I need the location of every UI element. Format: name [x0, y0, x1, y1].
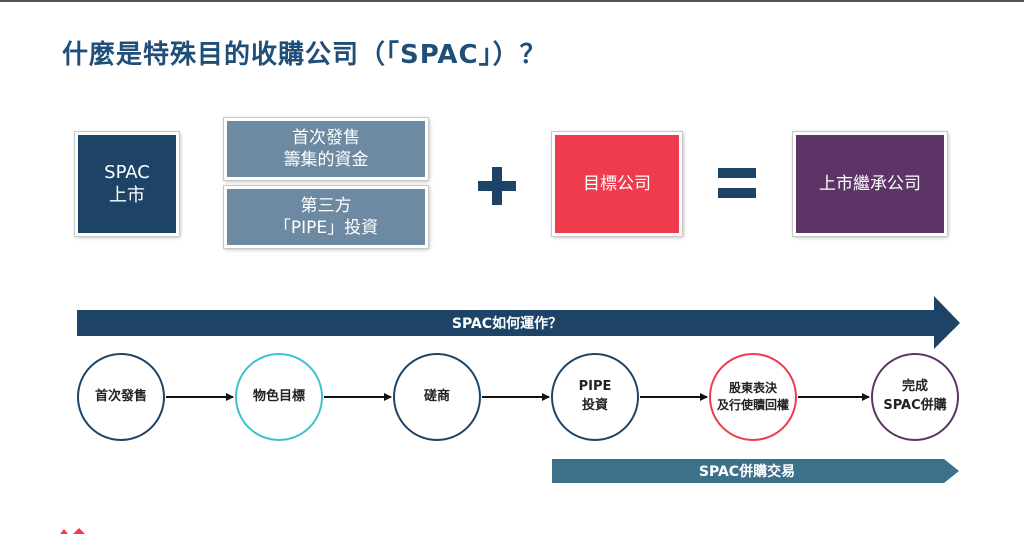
step-complete-merger: 完成 SPAC併購	[871, 353, 959, 441]
step-pipe-investment-label: PIPE 投資	[578, 379, 612, 413]
pipe-investment-label: 第三方 「PIPE」投資	[273, 195, 379, 238]
page-title: 什麼是特殊目的收購公司（「SPAC」）？	[62, 40, 547, 70]
step-complete-merger-label: 完成 SPAC併購	[883, 379, 947, 413]
step-negotiation: 磋商	[393, 353, 481, 441]
equals-icon-bar-bottom	[718, 188, 756, 198]
spac-listing-label: SPAC 上市	[104, 161, 150, 206]
spac-listing-box: SPAC 上市	[75, 132, 179, 236]
step-find-target: 物色目標	[235, 353, 323, 441]
ipo-funds-label: 首次發售 籌集的資金	[283, 127, 369, 170]
top-rule	[0, 0, 1024, 2]
step-negotiation-label: 磋商	[423, 388, 450, 404]
step-ipo-label: 首次發售	[94, 388, 147, 404]
target-company-label: 目標公司	[583, 173, 651, 194]
ipo-funds-box: 首次發售 籌集的資金	[224, 118, 428, 180]
step-pipe-investment: PIPE 投資	[551, 353, 639, 441]
step-ipo: 首次發售	[77, 353, 165, 441]
process-banner-arrow	[77, 296, 960, 349]
logo-mark	[60, 528, 85, 534]
equals-icon-bar-top	[718, 168, 756, 178]
plus-icon-bar-vertical	[492, 167, 502, 205]
step-find-target-label: 物色目標	[252, 388, 305, 404]
step-shareholder-vote-label: 股東表決 及行使贖回權	[716, 380, 789, 412]
step-shareholder-vote: 股東表決 及行使贖回權	[709, 353, 797, 441]
merger-banner-arrow	[552, 459, 959, 483]
pipe-investment-box: 第三方 「PIPE」投資	[224, 186, 428, 248]
target-company-box: 目標公司	[552, 132, 682, 236]
successor-company-label: 上市繼承公司	[819, 173, 921, 194]
successor-company-box: 上市繼承公司	[793, 132, 947, 236]
merger-banner-label: SPAC併購交易	[698, 464, 796, 480]
process-banner-label: SPAC如何運作？	[451, 316, 563, 332]
